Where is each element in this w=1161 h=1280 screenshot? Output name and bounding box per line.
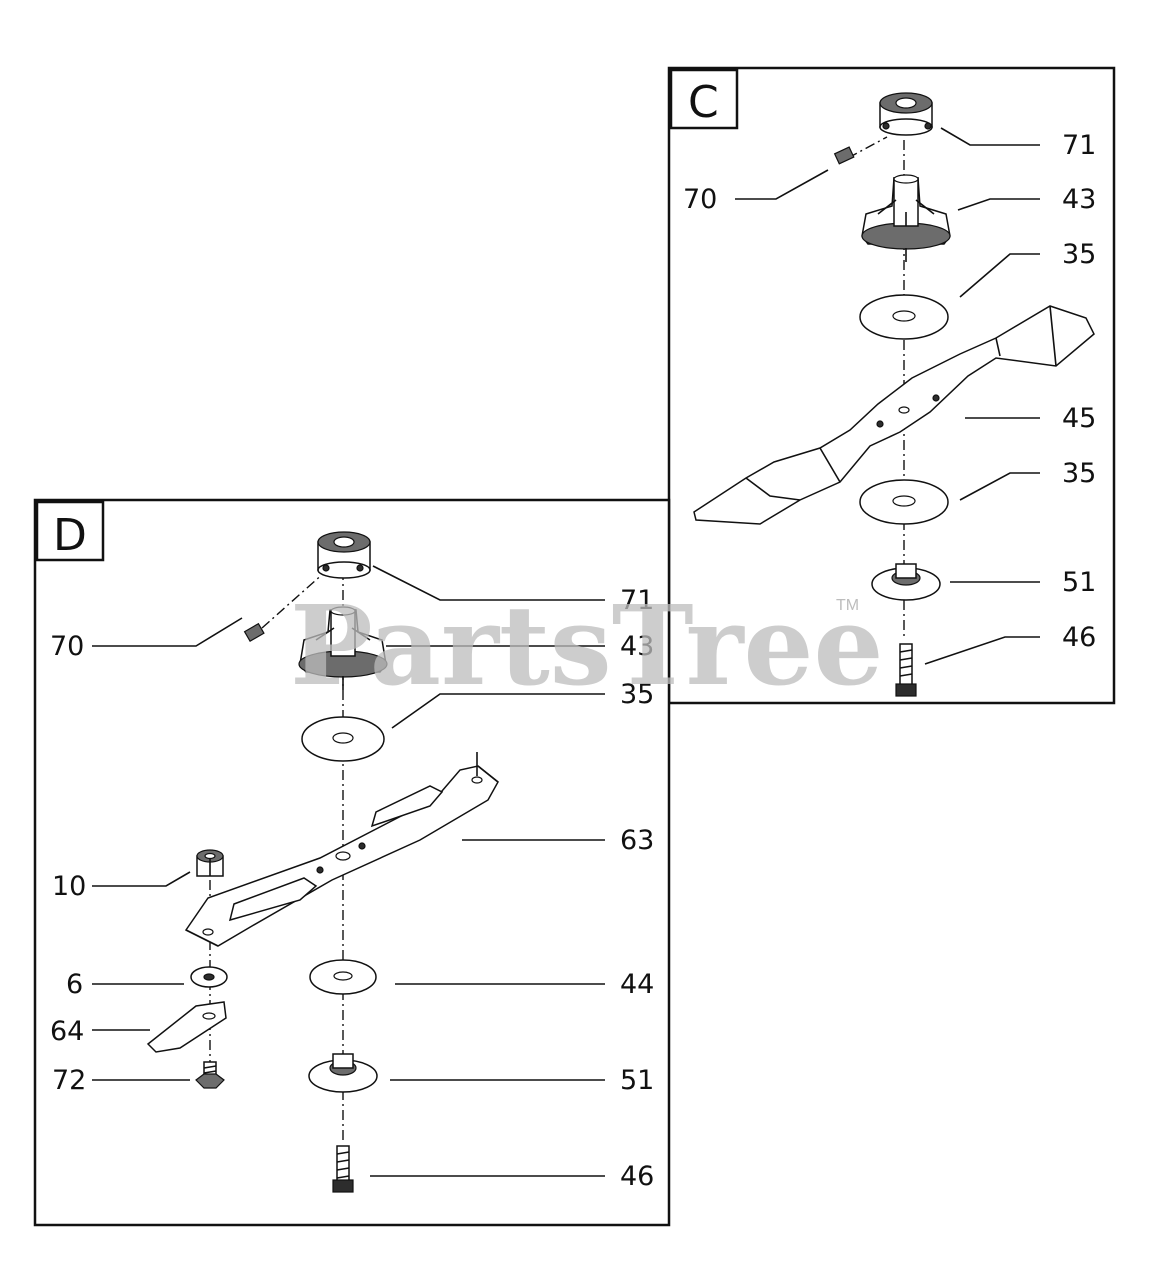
panel-d-leader-71 [372, 565, 605, 601]
panel-c-callout-51: 51 [1062, 567, 1096, 598]
panel-d-callout-6: 6 [66, 969, 83, 1000]
watermark-text: PartsTree [290, 581, 884, 710]
panel-c-callout-46: 46 [1062, 622, 1096, 653]
panel-c-blade-45 [693, 305, 1095, 525]
panel-c-leader-35-top [959, 253, 1040, 298]
panel-d-callout-51: 51 [620, 1065, 654, 1096]
panel-c-label-box [669, 68, 739, 130]
panel-c-setscrew-70 [833, 146, 855, 165]
panel-d-washer-6 [190, 966, 228, 988]
panel-c-hub-adapter-43 [861, 174, 951, 262]
panel-d-callout-46: 46 [620, 1161, 654, 1192]
panel-c-callout-70: 70 [683, 184, 717, 215]
panel-d-callout-70: 70 [50, 631, 84, 662]
panel-c-letter: C [688, 77, 719, 128]
panel-c-leader-70 [735, 169, 829, 200]
panel-d-washer-44 [309, 959, 377, 995]
panel-d-leader-10 [92, 871, 191, 887]
panel-c-callout-35-top: 35 [1062, 239, 1096, 270]
panel-c-boss-51 [871, 563, 941, 601]
panel-c-leader-35-bottom [959, 472, 1040, 501]
panel-c-leader-43 [957, 198, 1040, 211]
panel-d-washer-35 [301, 716, 385, 762]
panel-d-letter: D [53, 510, 87, 561]
panel-d-leader-70 [92, 617, 243, 647]
panel-d-mini-blade-64 [146, 1001, 227, 1053]
panel-c-callout-35-bottom: 35 [1062, 458, 1096, 489]
panel-c-callout-43: 43 [1062, 184, 1096, 215]
panel-d: D [33, 498, 671, 1227]
panel-d-bolt-72 [195, 1061, 225, 1089]
panel-c-leader-71 [940, 127, 1040, 146]
panel-d-bolt-46 [332, 1145, 354, 1193]
panel-d-callout-43: 43 [620, 631, 654, 662]
panel-c-collar-71 [879, 92, 933, 136]
panel-d-callout-64: 64 [50, 1016, 84, 1047]
panel-d-nut-10 [196, 849, 224, 877]
panel-c-washer-35-bottom [859, 479, 949, 525]
panel-d-collar-71 [317, 531, 371, 579]
panel-d-setscrew-70 [243, 622, 265, 643]
panel-d-callout-44: 44 [620, 969, 654, 1000]
panel-c-setscrew-axis [847, 136, 888, 159]
panel-c-callout-71: 71 [1062, 130, 1096, 161]
panel-d-callout-10: 10 [52, 871, 86, 902]
panel-d-boss-51 [308, 1053, 378, 1093]
watermark-trademark: TM [836, 597, 859, 614]
watermark: PartsTree TM [290, 581, 884, 710]
panel-d-callout-72: 72 [52, 1065, 86, 1096]
panel-d-blade-63 [184, 752, 499, 947]
panel-d-callout-63: 63 [620, 825, 654, 856]
panel-d-label-box [35, 500, 105, 562]
panel-c-bolt-46 [895, 643, 917, 697]
panel-c-callout-45: 45 [1062, 403, 1096, 434]
panel-c-leader-46 [924, 636, 1040, 665]
panel-d-leader-35 [391, 693, 605, 729]
panel-c-washer-35-top [859, 294, 949, 340]
panel-c: C [667, 66, 1116, 705]
panel-d-callout-35: 35 [620, 679, 654, 710]
panel-d-setscrew-axis [261, 571, 326, 629]
panel-d-callout-71: 71 [620, 585, 654, 616]
panel-d-hub-adapter-43 [298, 606, 388, 690]
